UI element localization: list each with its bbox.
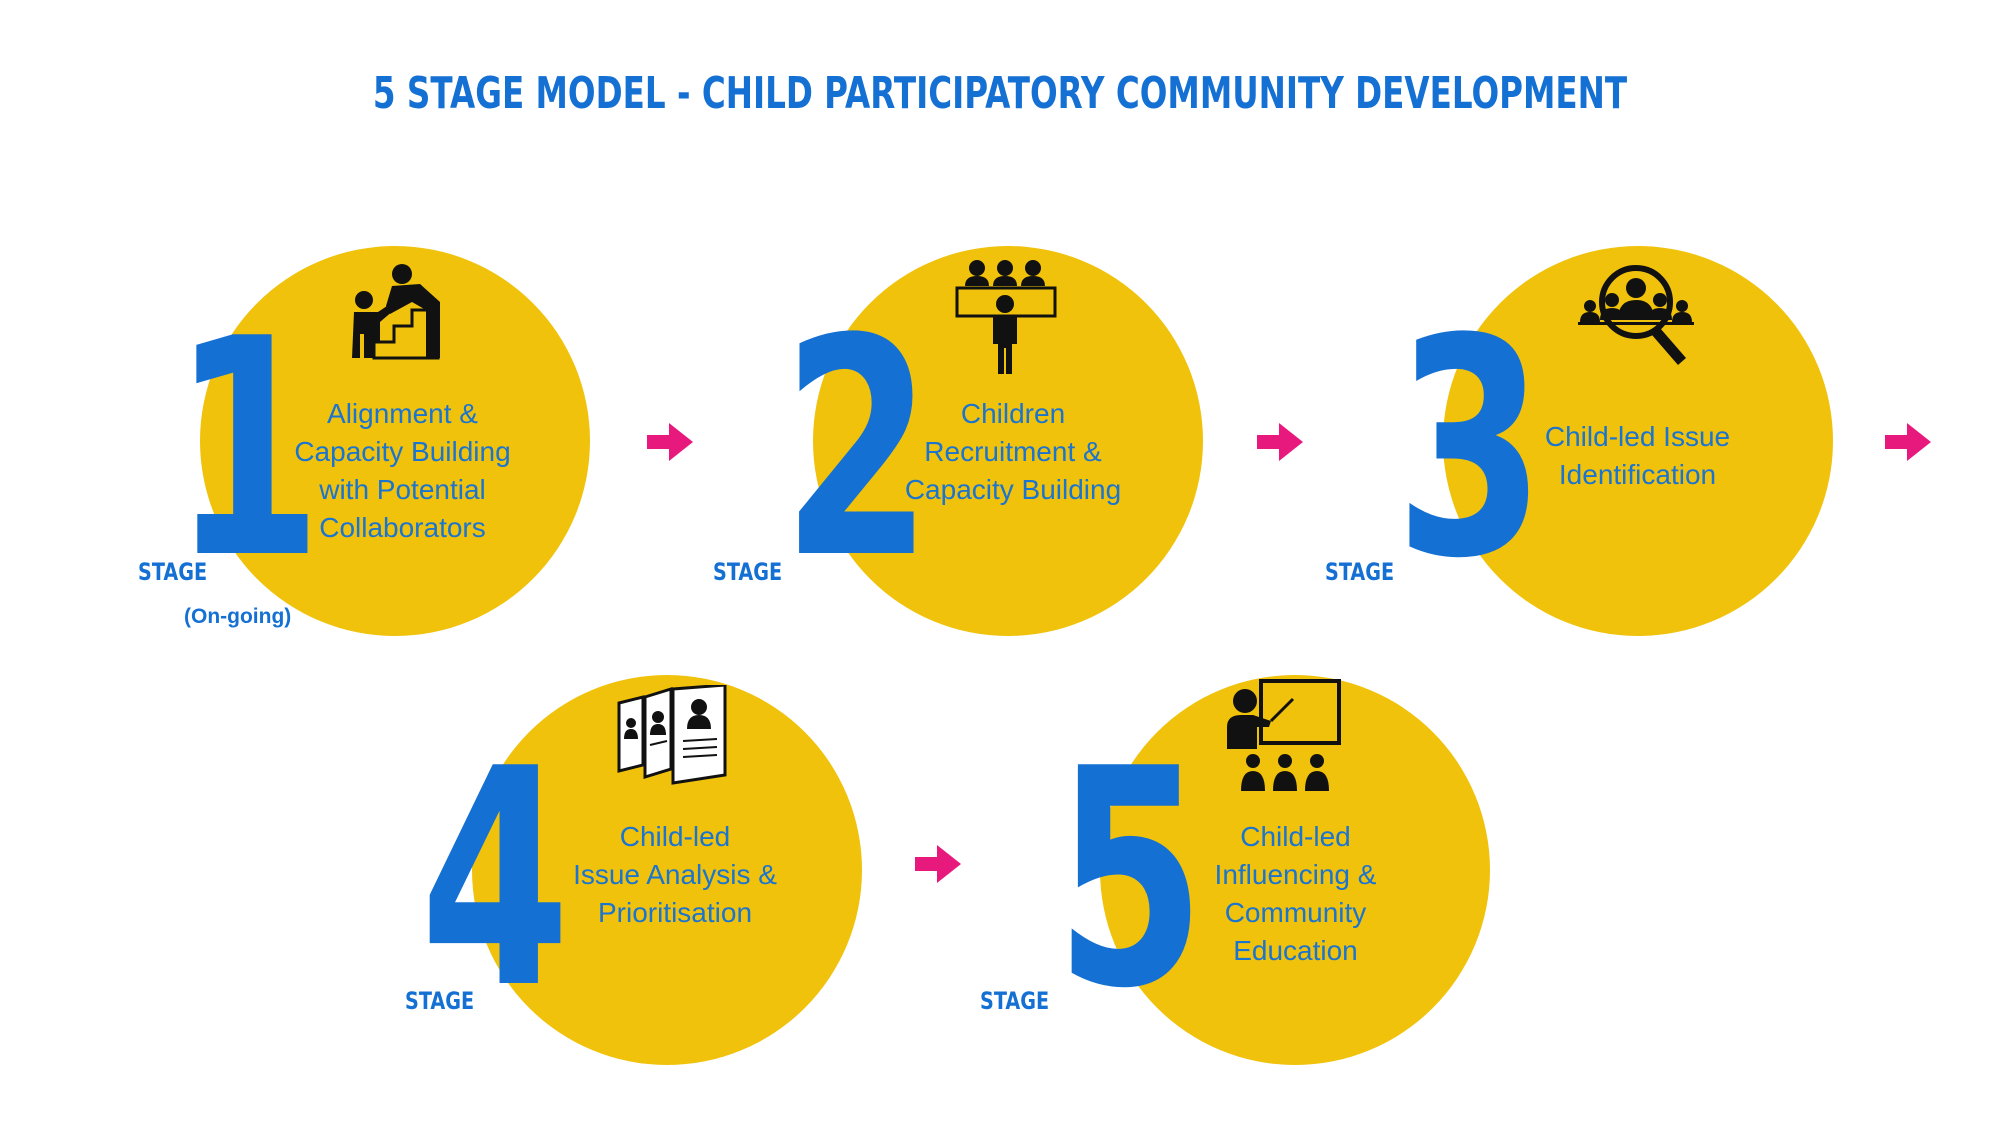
arrow-right-icon	[1885, 423, 1931, 461]
stage-number: 1	[172, 275, 323, 624]
stage-description: Child-led Issue Analysis & Prioritisatio…	[573, 821, 777, 928]
stage-circle	[1100, 675, 1490, 1065]
arrow-right-icon	[1257, 423, 1303, 461]
helping-hand-climb-icon	[352, 264, 440, 360]
stage-description: Child-led Influencing & Community Educat…	[1214, 821, 1377, 966]
stage-description: Alignment & Capacity Building with Poten…	[294, 398, 511, 543]
stage-label: STAGE	[713, 558, 783, 586]
arrow-right-icon	[915, 845, 961, 883]
page-title: 5 STAGE MODEL - CHILD PARTICIPATORY COMM…	[372, 68, 1628, 119]
stage-number: 3	[1395, 275, 1546, 624]
stage-number: 4	[420, 705, 571, 1054]
stage-description: Child-led Issue Identification	[1544, 421, 1731, 490]
presentation-audience-icon	[1227, 679, 1341, 791]
stage-note: (On-going)	[184, 605, 292, 628]
stage-number: 2	[782, 275, 933, 624]
documents-profiles-icon	[617, 685, 727, 785]
stage-description: Children Recruitment & Capacity Building	[904, 398, 1122, 505]
group-magnifier-icon	[1578, 265, 1694, 365]
recruitment-icon	[955, 260, 1057, 374]
stage-label: STAGE	[1325, 558, 1395, 586]
stage-label: STAGE	[980, 987, 1050, 1015]
arrow-right-icon	[647, 423, 693, 461]
stage-label: STAGE	[405, 987, 475, 1015]
stage-label: STAGE	[138, 558, 208, 586]
stage-number: 5	[1055, 705, 1206, 1054]
